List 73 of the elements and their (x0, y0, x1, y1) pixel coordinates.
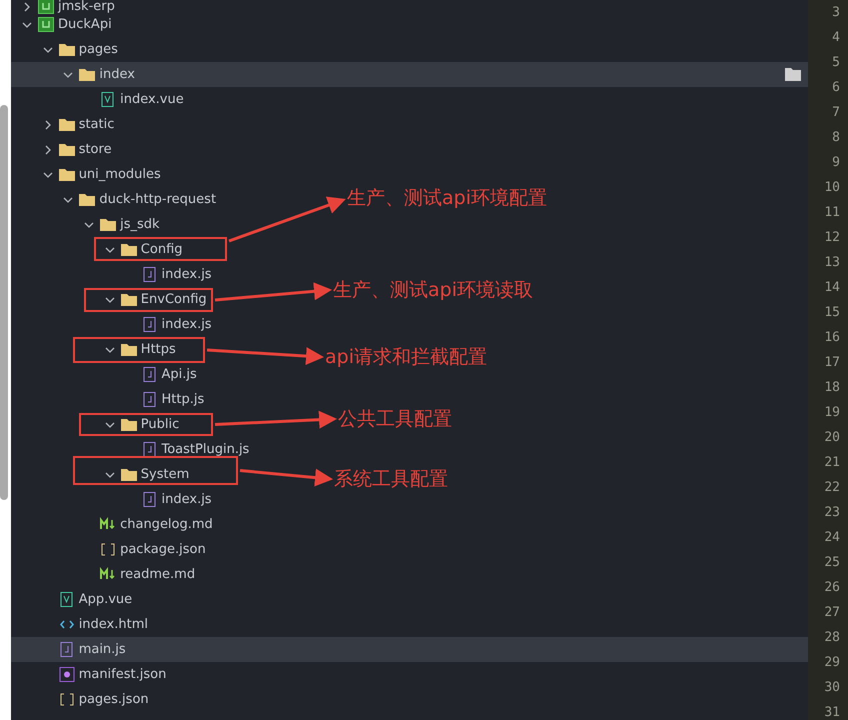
annotation-text: 公共工具配置 (338, 406, 452, 432)
line-number: 9 (831, 154, 840, 172)
highlight-box (73, 337, 205, 363)
file-name: manifest.json (78, 666, 166, 684)
line-number: 4 (831, 29, 840, 47)
line-number: 7 (831, 104, 840, 122)
line-number: 18 (823, 379, 840, 397)
line-number: 6 (831, 79, 840, 97)
line-number: 8 (831, 129, 840, 147)
line-number: 11 (823, 204, 840, 222)
line-number: 3 (831, 4, 840, 22)
file-name: index (99, 66, 135, 84)
annotation-text: api请求和拦截配置 (325, 344, 487, 370)
line-number: 31 (823, 704, 840, 720)
line-number: 14 (823, 279, 840, 297)
file-name: duck-http-request (99, 191, 216, 209)
line-number: 27 (823, 604, 840, 622)
highlight-box (79, 413, 213, 436)
file-name: Api.js (162, 366, 197, 384)
folder-name: EnvConfig (140, 291, 207, 309)
file-name: readme.md (120, 566, 196, 584)
file-name: Http.js (162, 391, 204, 409)
annotation-text: 系统工具配置 (334, 466, 448, 492)
arrow (214, 282, 332, 302)
line-number: 19 (823, 404, 840, 422)
folder-name: Https (140, 341, 176, 359)
line-number: 12 (823, 229, 840, 247)
file-name: index.vue (120, 91, 184, 109)
file-name: package.json (120, 541, 206, 559)
line-number: 20 (823, 429, 840, 447)
highlight-box (84, 288, 213, 312)
file-name: index.html (78, 616, 148, 634)
file-name: store (78, 141, 112, 159)
line-number: 5 (831, 54, 840, 72)
highlight-box (73, 456, 238, 485)
file-name: DuckApi (58, 16, 112, 34)
line-number: 29 (823, 654, 840, 672)
file-name: pages.json (78, 691, 149, 709)
file-name: changelog.md (120, 516, 213, 534)
annotation-text: 生产、测试api环境配置 (347, 185, 547, 211)
arrow (228, 196, 346, 242)
arrow (206, 347, 324, 366)
folder-name: System (140, 466, 190, 484)
line-number: 21 (823, 454, 840, 472)
arrow (214, 410, 337, 429)
line-number: 30 (823, 679, 840, 697)
file-name: App.vue (78, 591, 132, 609)
line-number: 28 (823, 629, 840, 647)
file-name: static (78, 116, 114, 134)
file-name: index.js (162, 316, 212, 334)
annotation-text: 生产、测试api环境读取 (333, 277, 533, 303)
highlight-box (94, 237, 227, 261)
file-name: index.js (162, 491, 212, 509)
line-number: 23 (823, 504, 840, 522)
file-name: uni_modules (78, 166, 161, 184)
folder-name: Public (140, 416, 180, 434)
folder-name: Config (140, 241, 183, 259)
file-name: main.js (78, 641, 126, 659)
line-number: 22 (823, 479, 840, 497)
line-number: 13 (823, 254, 840, 272)
file-name: js_sdk (120, 216, 160, 234)
arrow (240, 468, 333, 487)
file-name: jmsk-erp (58, 0, 115, 16)
line-number: 15 (823, 304, 840, 322)
file-name: pages (78, 41, 118, 59)
line-number: 24 (823, 529, 840, 547)
line-number: 16 (823, 329, 840, 347)
line-number: 17 (823, 354, 840, 372)
file-name: index.js (162, 266, 212, 284)
line-number: 25 (823, 554, 840, 572)
line-number: 10 (823, 179, 840, 197)
file-name: ToastPlugin.js (162, 441, 250, 459)
line-number: 26 (823, 579, 840, 597)
